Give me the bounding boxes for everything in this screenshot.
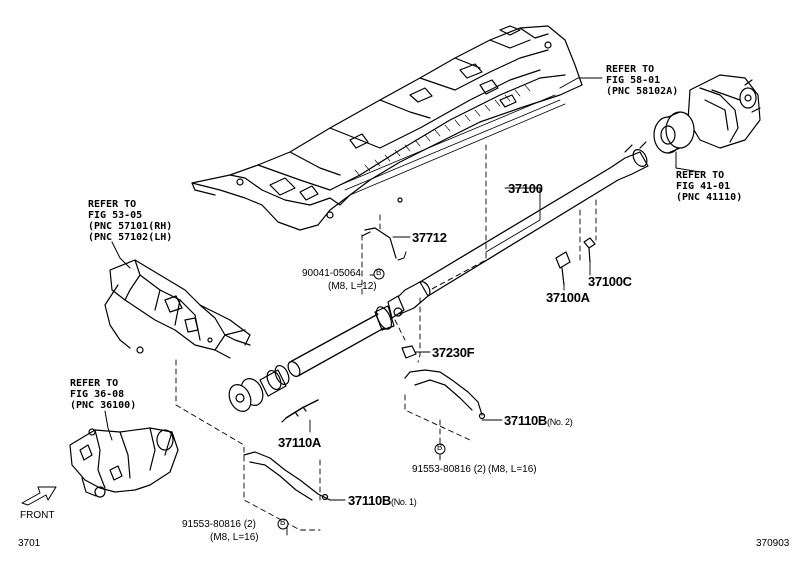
part-37110b-no2: 37110B(No. 2) — [504, 413, 573, 428]
bolt-marker-circles — [277, 268, 446, 530]
part-37110a: 37110A — [278, 435, 322, 450]
bolt-marker-b3: B — [280, 518, 286, 527]
bolt-code-91553-upper: 91553-80816 (2) — [412, 464, 486, 475]
front-label: FRONT — [20, 510, 55, 521]
bolt-spec-91553-upper: (M8, L=16) — [488, 464, 537, 475]
part-37100: 37100 — [508, 181, 543, 196]
bolt-code-91553-lower: 91553-80816 (2) — [182, 519, 256, 530]
part-37110b-no1: 37110B(No. 1) — [348, 493, 417, 508]
bolt-marker-b1: B — [376, 268, 382, 277]
frame-member-drawing — [104, 259, 251, 359]
transfer-case-drawing — [69, 427, 179, 498]
part-37712: 37712 — [412, 230, 447, 245]
front-arrow-icon — [21, 486, 57, 506]
differential-drawing — [653, 74, 761, 154]
propeller-shaft-drawing — [228, 141, 649, 412]
page-number-right: 370903 — [756, 538, 790, 549]
dashed-leaders — [175, 144, 597, 531]
bolt-spec-90041: (M8, L=12) — [328, 281, 377, 292]
bolt-spec-91553-lower: (M8, L=16) — [210, 532, 259, 543]
part-37230f: 37230F — [432, 345, 475, 360]
part-37100a: 37100A — [546, 290, 590, 305]
floor-panel-drawing — [191, 25, 583, 231]
bolt-code-90041: 90041-05064 — [302, 268, 361, 279]
bolt-marker-b2: B — [437, 443, 443, 452]
part-37100c: 37100C — [588, 274, 632, 289]
page-number-left: 3701 — [18, 538, 41, 549]
